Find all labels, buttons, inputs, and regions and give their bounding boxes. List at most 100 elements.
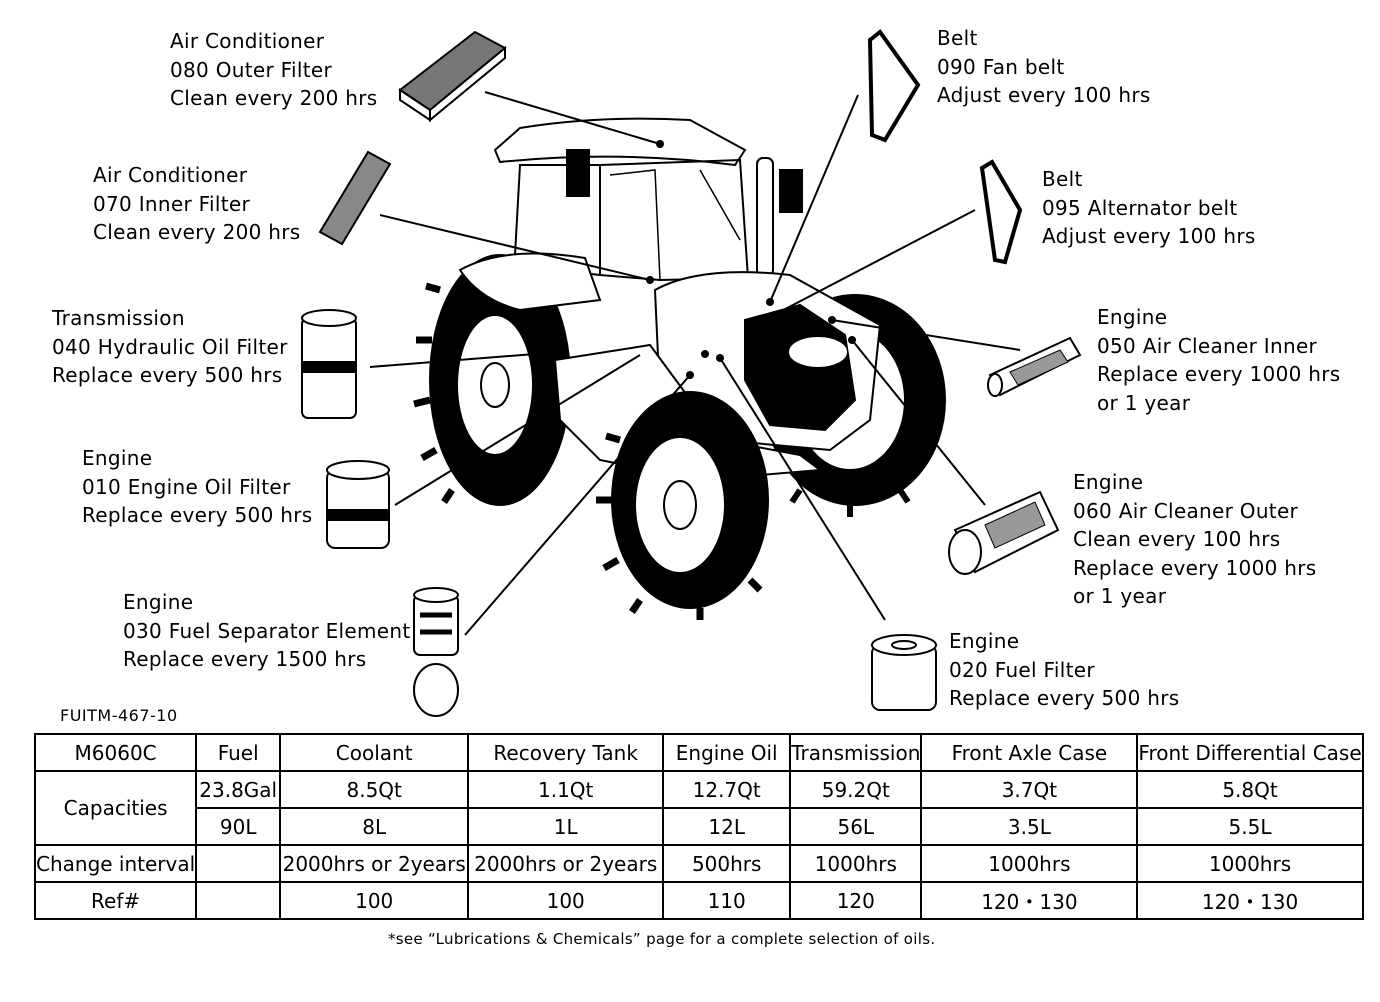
table-cell: 5.8Qt [1136,770,1364,809]
leader-lines [369,91,1021,636]
callout-part: 050 Air Cleaner Inner [1097,333,1318,358]
callout-part: 030 Fuel Separator Element [123,618,411,643]
column-header: Transmission [789,733,923,772]
callout-system: Belt [937,26,978,50]
table-cell: 2000hrs or 2years [467,844,665,883]
table-cell: 120・130 [1136,881,1364,920]
table-cell [195,881,282,920]
tractor-illustration [413,117,946,620]
table-cell: 56L [789,807,923,846]
column-header: Engine Oil [662,733,792,772]
column-header: Front Differential Case [1136,733,1364,772]
table-cell: 2000hrs or 2years [279,844,470,883]
callout-part: 070 Inner Filter [93,191,250,216]
table-cell: 120 [789,881,923,920]
table-cell: 1.1Qt [467,770,665,809]
callout-fuel-separator-element: Engine 030 Fuel Separator Element Replac… [123,588,411,674]
callout-interval-extra: Replace every 1000 hrs [1073,555,1317,580]
callout-interval: Clean every 200 hrs [170,86,378,110]
table-cell: 1000hrs [1136,844,1364,883]
callout-part: 060 Air Cleaner Outer [1073,498,1299,523]
left-mirror [566,149,590,197]
fuel-separator-icon [413,587,459,717]
table-header-row: M6060C Fuel Coolant Recovery Tank Engine… [33,733,1364,772]
table-cell: 90L [195,807,282,846]
table-row: Capacities 23.8Gal 8.5Qt 1.1Qt 12.7Qt 59… [33,770,1364,846]
front-tire [596,391,769,620]
model-cell: M6060C [33,733,198,772]
callout-system: Engine [123,590,194,614]
table-row: Ref# 100 100 110 120 120・130 120・130 [33,881,1364,920]
callout-system: Belt [1042,167,1083,191]
table-row: 90L 8L 1L 12L 56L 3.5L 5.5L [35,807,1364,846]
leader-points [556,140,856,379]
row-label: Capacities [33,770,198,846]
callout-interval: Replace every 1000 hrs [1097,362,1341,386]
callout-interval-extra: or 1 year [1073,584,1167,608]
callout-alternator-belt: Belt 095 Alternator belt Adjust every 10… [1042,165,1256,251]
rear-fender [458,252,602,312]
callout-interval: Replace every 500 hrs [52,363,283,387]
callout-air-cleaner-inner: Engine 050 Air Cleaner Inner Replace eve… [1097,303,1341,417]
footnote: *see “Lubrications & Chemicals” page for… [388,930,936,948]
callout-system: Engine [949,629,1020,653]
callout-interval: Clean every 100 hrs [1073,527,1281,551]
column-header: Recovery Tank [467,733,665,772]
callout-fuel-filter: Engine 020 Fuel Filter Replace every 500… [949,627,1179,713]
callout-part: 080 Outer Filter [170,57,333,82]
cab-roof [493,117,747,167]
right-mirror [779,169,803,213]
air-cleaner-inner-icon [987,336,1082,397]
callout-part: 010 Engine Oil Filter [82,474,291,499]
callout-system: Engine [82,446,153,470]
table-cell: 12.7Qt [662,770,792,809]
callout-transmission-hydraulic-oil-filter: Transmission 040 Hydraulic Oil Filter Re… [52,304,288,390]
column-header: Front Axle Case [920,733,1139,772]
table-cell: 100 [467,881,665,920]
rear-left-tire [413,254,571,506]
table-cell: 3.5L [920,807,1139,846]
callout-system: Transmission [52,306,185,330]
callout-part: 020 Fuel Filter [949,657,1095,682]
callout-air-conditioner-outer-filter: Air Conditioner 080 Outer Filter Clean e… [170,27,378,113]
headlight [789,337,847,367]
part-illustrations [301,29,1082,717]
callout-part: 040 Hydraulic Oil Filter [52,334,288,359]
callout-part: 090 Fan belt [937,54,1065,79]
table-cell: 120・130 [920,881,1139,920]
table-cell [195,844,282,883]
table-cell: 1000hrs [789,844,923,883]
table-cell: 3.7Qt [920,770,1139,809]
table-cell: 500hrs [662,844,792,883]
column-header: Fuel [195,733,282,772]
table-cell: 59.2Qt [789,770,923,809]
table-cell: 8.5Qt [279,770,470,809]
air-cleaner-outer-icon [948,490,1060,575]
column-header: Coolant [279,733,470,772]
callout-engine-oil-filter: Engine 010 Engine Oil Filter Replace eve… [82,444,312,530]
table-cell: 8L [279,807,470,846]
engine-oil-filter-icon [326,460,390,549]
row-label: Change interval [33,844,198,883]
callout-system: Engine [1097,305,1168,329]
callout-interval: Adjust every 100 hrs [1042,224,1256,248]
fuel-filter-icon [871,634,937,711]
table-row: Change interval 2000hrs or 2years 2000hr… [33,844,1364,883]
exhaust-pipe [756,157,774,277]
outer-filter-icon [398,30,507,123]
table-cell: 110 [662,881,792,920]
table-cell: 1000hrs [920,844,1139,883]
callout-interval: Replace every 1500 hrs [123,647,367,671]
document-code: FUITM-467-10 [60,706,178,725]
callout-interval: Replace every 500 hrs [82,503,313,527]
callout-interval-extra: or 1 year [1097,390,1191,415]
callout-system: Air Conditioner [170,29,325,53]
grille [744,303,857,432]
callout-fan-belt: Belt 090 Fan belt Adjust every 100 hrs [937,24,1151,110]
table-cell: 23.8Gal [195,770,282,809]
capacities-table: M6060C Fuel Coolant Recovery Tank Engine… [33,733,1364,920]
table-cell: 5.5L [1136,807,1364,846]
table-cell: 1L [467,807,665,846]
callout-interval: Adjust every 100 hrs [937,83,1151,107]
